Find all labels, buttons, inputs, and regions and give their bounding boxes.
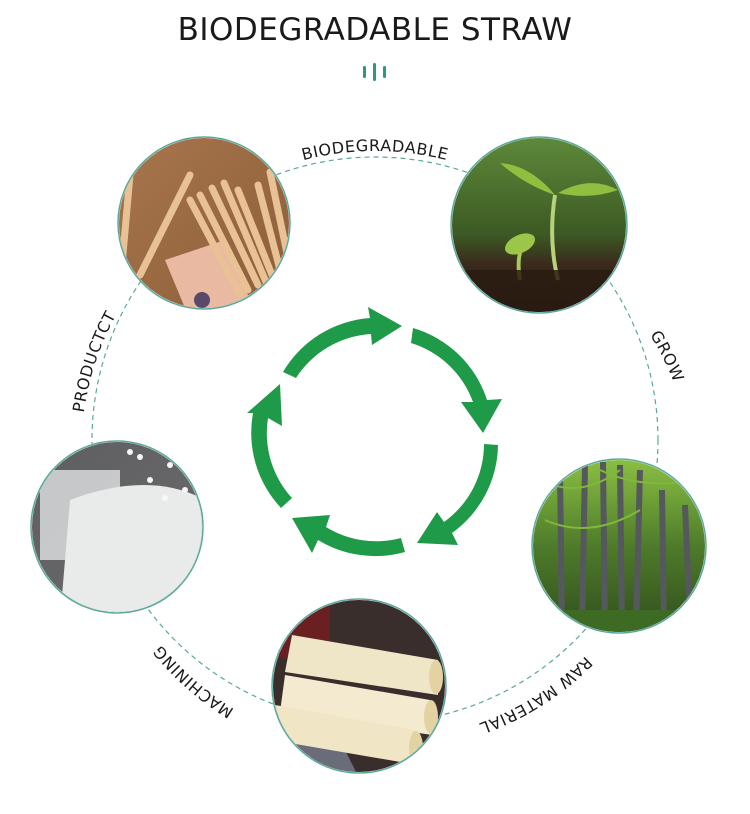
stage-label-product: PRODUCTCT [69,308,120,414]
sprout-in-soil-photo [450,136,628,314]
page-title: BIODEGRADABLE STRAW [177,12,573,48]
cut-sugarcane-photo [271,598,447,774]
stage-label-grow: GROW [647,327,689,385]
stage-label-raw-material: RAW MATERIAL [477,653,596,738]
plastic-pellets-photo [30,440,204,614]
recycle-arrows-icon [247,307,502,557]
sugarcane-field-photo [531,458,707,634]
stage-label-biodegradable: BIODEGRADABLE [300,136,451,164]
title-divider-icon [361,63,389,81]
stage-label-machining: MACHINING [149,642,237,722]
straws-photo [117,136,291,310]
